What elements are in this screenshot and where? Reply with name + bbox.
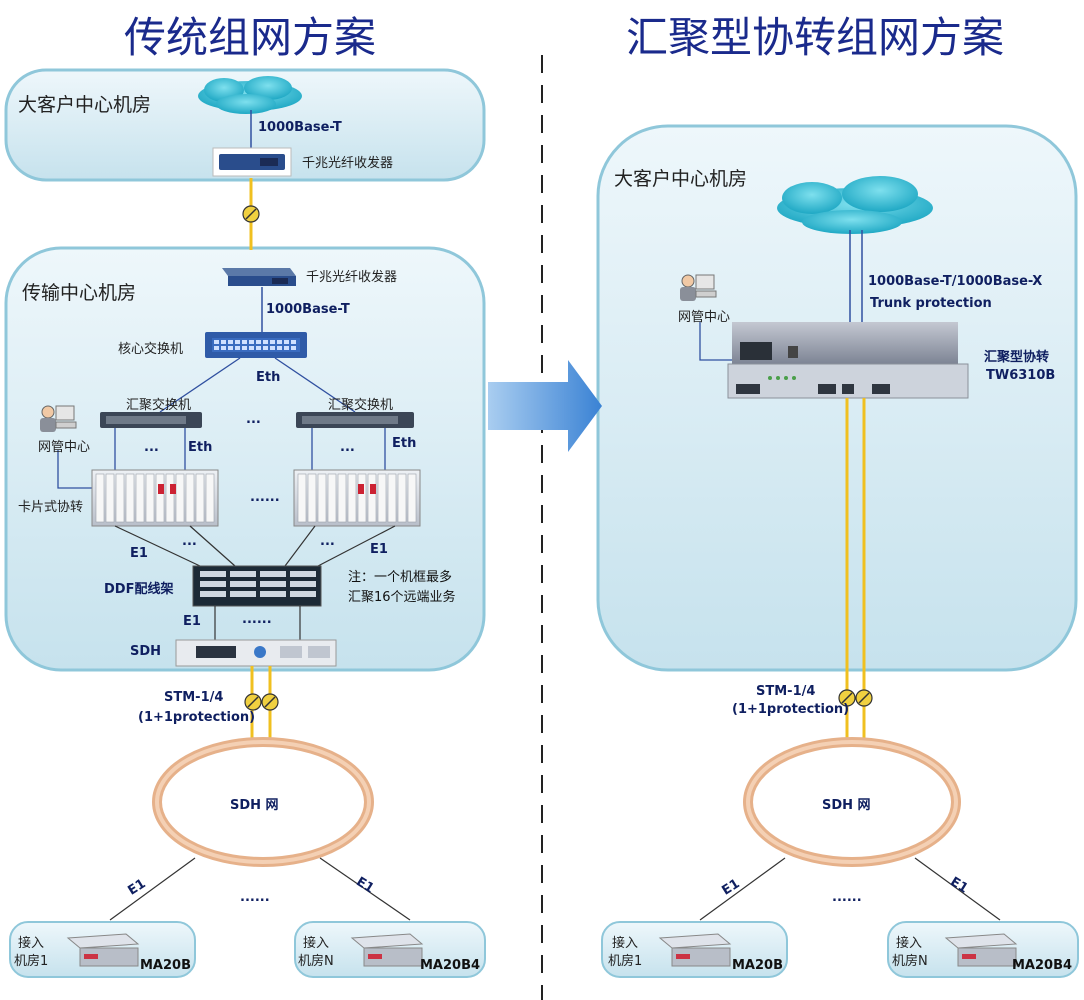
- device-model-label: MA20B: [140, 958, 191, 973]
- sdh-label: SDH: [130, 644, 162, 659]
- stm-label: STM-1/4: [756, 684, 816, 699]
- fiber-transceiver-device: [212, 147, 292, 177]
- device-model-label: MA20B: [732, 958, 783, 973]
- agg-switch-label-1: 汇聚交换机: [126, 398, 192, 413]
- center-room-label: 传输中心机房: [22, 282, 137, 304]
- protection-label: (1+1protection): [138, 710, 256, 725]
- access-room-label: 机房N: [298, 954, 334, 969]
- top-device-label: 千兆光纤收发器: [302, 156, 394, 171]
- access-room-label: 接入: [18, 936, 45, 951]
- ellipsis-label: ...: [144, 440, 159, 455]
- center-link-label: 1000Base-T: [266, 302, 350, 317]
- top-link-label: 1000Base-T: [258, 120, 342, 135]
- agg-switch-label-2: 汇聚交换机: [328, 398, 394, 413]
- link-label-line-1: 1000Base-T/1000Base-X: [868, 274, 1043, 289]
- e1-label: E1: [130, 546, 148, 561]
- ddf-label: DDF配线架: [104, 582, 174, 597]
- tw6310b-converter-device: [727, 322, 969, 399]
- aggregation-switch-device: [100, 412, 202, 428]
- device-model-label: MA20B4: [420, 958, 481, 973]
- link-label-line-2: Trunk protection: [870, 296, 992, 311]
- transition-arrow: [488, 360, 602, 452]
- sdh-net-label: SDH 网: [822, 798, 871, 813]
- cloud-icon: [198, 76, 302, 114]
- card-converter-chassis: [293, 469, 421, 527]
- ellipsis-label: ...: [340, 440, 355, 455]
- e1-label: E1: [370, 542, 388, 557]
- aggregation-switch-device: [296, 412, 414, 428]
- card-converter-label: 卡片式协转: [18, 500, 84, 515]
- access-room-label: 机房1: [14, 954, 49, 969]
- card-converter-chassis: [91, 469, 219, 527]
- ellipsis-label: ......: [240, 890, 270, 905]
- stm-label: STM-1/4: [164, 690, 224, 705]
- ellipsis-label: ...: [182, 534, 197, 549]
- right-title: 汇聚型协转组网方案: [625, 13, 1004, 62]
- ma20b4-device: [350, 933, 424, 967]
- core-switch-device: [205, 332, 307, 358]
- eth-label: Eth: [392, 436, 417, 451]
- left-title: 传统组网方案: [123, 13, 376, 62]
- note-line-2: 汇聚16个远端业务: [348, 590, 456, 605]
- cloud-icon: [777, 176, 933, 234]
- protection-label: (1+1protection): [732, 702, 850, 717]
- eth-label: Eth: [188, 440, 213, 455]
- sdh-net-label: SDH 网: [230, 798, 279, 813]
- access-room-label: 机房N: [892, 954, 928, 969]
- access-room-label: 机房1: [608, 954, 643, 969]
- nms-label: 网管中心: [38, 440, 91, 455]
- center-device-label: 千兆光纤收发器: [306, 270, 398, 285]
- ellipsis-label: ......: [832, 890, 862, 905]
- right-room-label: 大客户中心机房: [614, 168, 748, 190]
- device-name-label: 汇聚型协转: [984, 350, 1050, 365]
- access-room-label: 接入: [612, 936, 639, 951]
- e1-label: E1: [183, 614, 201, 629]
- center-room-panel: [4, 246, 486, 672]
- eth-label: Eth: [256, 370, 281, 385]
- nms-workstation-icon: [40, 405, 77, 432]
- access-room-label: 接入: [896, 936, 923, 951]
- nms-label: 网管中心: [678, 310, 731, 325]
- ma20b-device: [658, 933, 732, 967]
- access-room-label: 接入: [303, 936, 330, 951]
- ellipsis-label: ...: [320, 534, 335, 549]
- core-switch-label: 核心交换机: [118, 342, 184, 357]
- note-line-1: 注：一个机框最多: [348, 570, 453, 585]
- ellipsis-label: ...: [246, 412, 261, 427]
- ellipsis-label: ......: [250, 490, 280, 505]
- top-room-panel: [4, 68, 486, 182]
- ddf-patch-frame: [192, 565, 322, 607]
- ma20b-device: [66, 933, 140, 967]
- top-room-label: 大客户中心机房: [18, 94, 152, 116]
- fiber-transceiver-device: [222, 268, 296, 286]
- ellipsis-label: ......: [242, 612, 272, 627]
- device-model-label: MA20B4: [1012, 958, 1073, 973]
- sdh-equipment-device: [175, 639, 337, 667]
- device-model-label: TW6310B: [986, 368, 1056, 383]
- ma20b4-device: [944, 933, 1018, 967]
- nms-workstation-icon: [680, 274, 717, 301]
